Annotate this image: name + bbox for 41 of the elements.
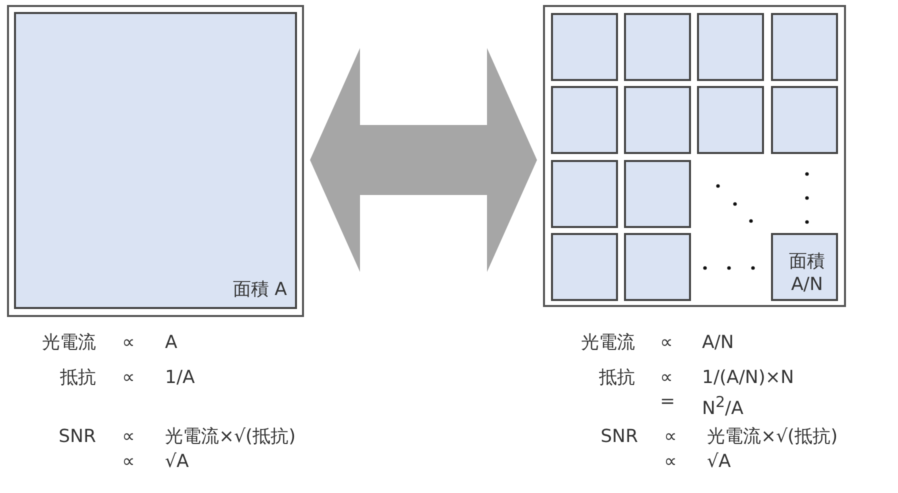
pixel-square (624, 13, 691, 81)
quantity-name: 光電流 (581, 331, 635, 355)
area-label: 面積 A/N (788, 251, 826, 296)
formula: √A (165, 450, 189, 474)
proportional-sign: ∝ (664, 425, 677, 449)
pixel-square (624, 86, 691, 154)
quantity-name: SNR (600, 425, 638, 449)
formula: 光電流×√(抵抗) (165, 425, 296, 449)
proportional-sign: ∝ (660, 366, 673, 390)
formula: 光電流×√(抵抗) (707, 425, 838, 449)
pixel-square (697, 86, 764, 154)
proportional-sign: ∝ (664, 450, 677, 474)
equals-sign: = (660, 390, 676, 414)
formula: √A (707, 450, 731, 474)
quantity-name: 抵抗 (599, 366, 635, 390)
pixel-square (771, 233, 838, 301)
proportional-sign: ∝ (122, 366, 135, 390)
proportional-sign: ∝ (122, 450, 135, 474)
formula: 1/(A/N)×N (702, 366, 794, 390)
pixel-square (771, 13, 838, 81)
quantity-name: 光電流 (42, 331, 96, 355)
formula: 1/A (165, 366, 195, 390)
double-arrow (310, 48, 537, 272)
proportional-sign: ∝ (122, 331, 135, 355)
proportional-sign: ∝ (122, 425, 135, 449)
quantity-name: 抵抗 (60, 366, 96, 390)
area-label: 面積 A (232, 278, 287, 301)
formula: N$^{2}$/A (702, 392, 744, 421)
pixel-square (624, 160, 691, 228)
formula: A/N (702, 331, 734, 355)
pixel-square (551, 233, 618, 301)
quantity-name: SNR (58, 425, 96, 449)
pixel-square (551, 13, 618, 81)
pixel-square (551, 160, 618, 228)
pixel-square (551, 86, 618, 154)
formula: A (165, 331, 178, 355)
pixel-square (697, 13, 764, 81)
pixel-square (624, 233, 691, 301)
proportional-sign: ∝ (660, 331, 673, 355)
sensor-frame (543, 5, 846, 307)
pixel-square (771, 86, 838, 154)
